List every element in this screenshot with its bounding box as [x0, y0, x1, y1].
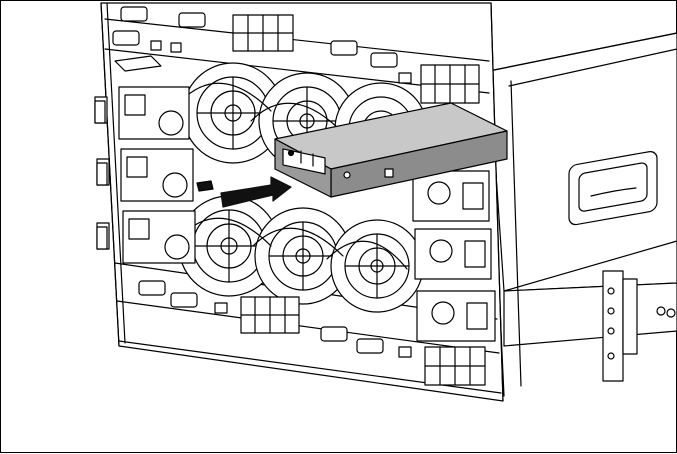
interconnect-module-icon — [274, 102, 508, 198]
power-supply-icon — [414, 228, 492, 280]
fan-icon — [254, 207, 352, 305]
power-supply-icon — [96, 210, 196, 264]
handle-icon — [568, 151, 658, 226]
fan-icon — [330, 219, 424, 313]
power-supply-icon — [412, 170, 490, 222]
power-supply-column-right — [412, 170, 496, 342]
rj45-port-group — [420, 64, 480, 104]
rj45-port-group — [232, 14, 294, 52]
chassis-side-panel — [488, 32, 677, 397]
rail-bracket — [602, 270, 676, 382]
power-supply-icon — [416, 290, 496, 342]
interconnect-bays-bottom — [138, 280, 486, 386]
interconnect-bays-top — [112, 6, 480, 104]
latch-set-left — [94, 100, 108, 250]
rj45-port-group — [240, 296, 300, 334]
power-supply-icon — [96, 148, 194, 202]
rj45-port-group — [424, 346, 486, 386]
insertion-arrow-icon — [196, 176, 292, 208]
